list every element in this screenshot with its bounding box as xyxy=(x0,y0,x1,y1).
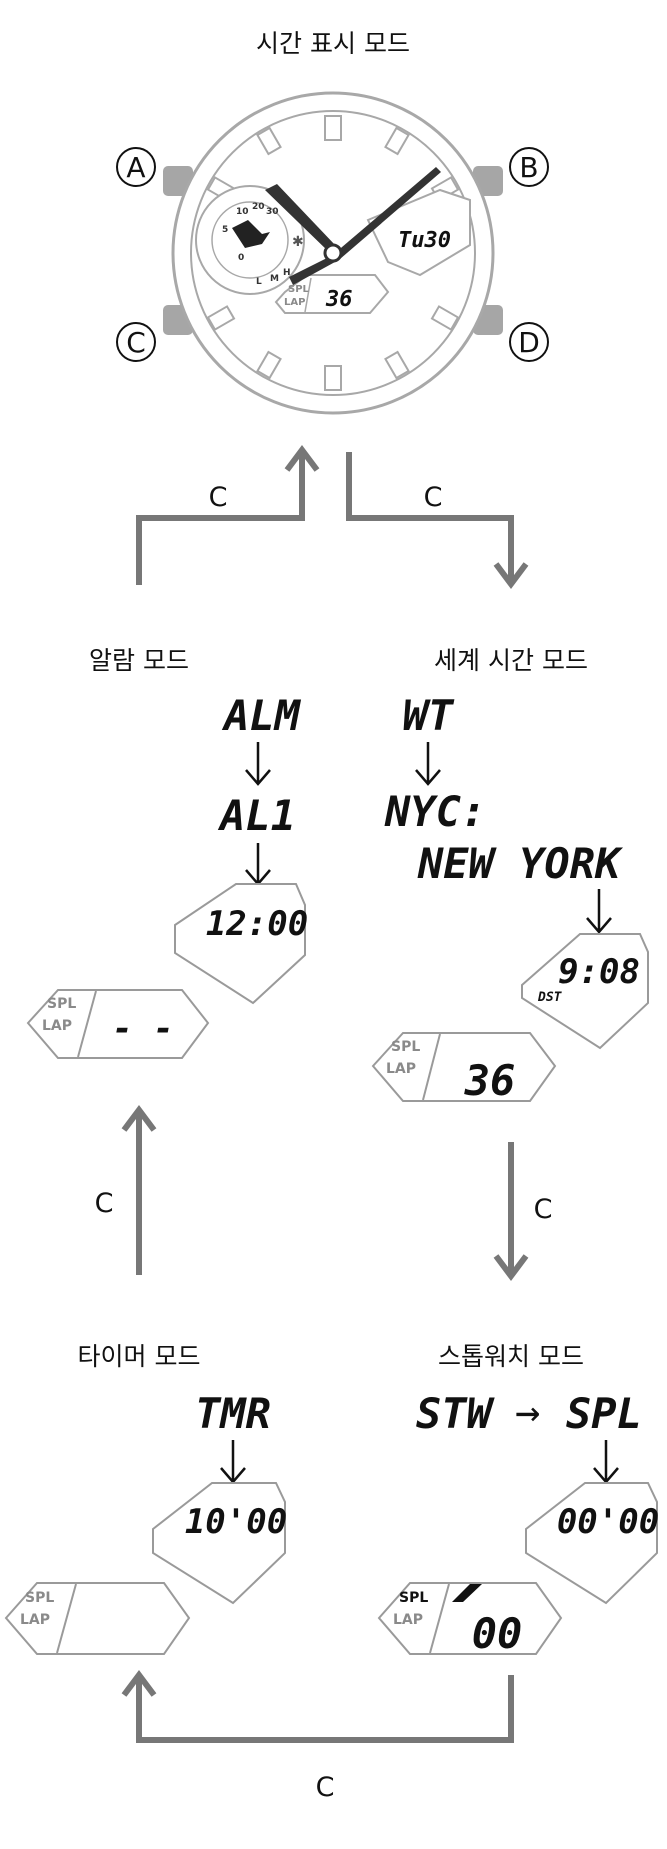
watch-face: 10 20 30 5 0 L M H ✱ Tu30 SPL LAP 36 xyxy=(163,91,503,415)
timer-segment-window xyxy=(4,1582,191,1655)
worldtime-segment-window xyxy=(371,1032,557,1102)
stopwatch-seq-to: SPL xyxy=(566,1389,642,1438)
button-a-label: A xyxy=(126,151,145,184)
watch-spl-label: SPL xyxy=(288,284,310,295)
subdial-hand xyxy=(232,220,270,248)
down-arrow xyxy=(586,889,612,934)
transition-arrow-timer-to-alarm xyxy=(121,1105,157,1275)
minute-hand xyxy=(335,167,441,259)
hand-level-label: M xyxy=(270,274,279,284)
hour-hand xyxy=(265,184,336,253)
stopwatch-lap-label: LAP xyxy=(393,1612,423,1628)
worldtime-city-name: NEW YORK xyxy=(417,839,624,888)
alarm-time: 12:00 xyxy=(206,904,308,944)
day-display: Tu30 xyxy=(398,228,451,253)
subdial-tick-label: 20 xyxy=(252,202,265,212)
button-b-label: B xyxy=(519,151,538,184)
timer-seq-1: TMR xyxy=(195,1389,271,1438)
worldtime-mode-title: 세계 시간 모드 xyxy=(434,646,588,675)
stopwatch-segment-value: 00 xyxy=(472,1609,523,1658)
timer-lap-label: LAP xyxy=(20,1612,50,1628)
sequence-arrow: → xyxy=(515,1387,540,1436)
button-a[interactable]: A xyxy=(116,147,156,187)
alarm-seq-1: ALM xyxy=(221,691,302,740)
hand-level-label: L xyxy=(256,277,262,287)
down-arrow xyxy=(593,1440,619,1484)
stopwatch-mode-title: 스톱워치 모드 xyxy=(438,1342,584,1371)
down-arrow xyxy=(245,843,271,886)
timer-mode-title: 타이머 모드 xyxy=(78,1342,201,1371)
watch-lap-label: LAP xyxy=(284,297,305,308)
subdial-tick-label: 5 xyxy=(222,225,228,235)
transition-arrow-worldtime-to-stopwatch xyxy=(493,1142,529,1281)
timer-time: 10'00 xyxy=(185,1502,287,1542)
worldtime-lap-label: LAP xyxy=(386,1061,416,1077)
worldtime-segment-value: 36 xyxy=(464,1056,516,1105)
button-b[interactable]: B xyxy=(509,147,549,187)
timer-spl-label: SPL xyxy=(25,1590,54,1606)
watch-small-display: 36 xyxy=(325,287,353,312)
alarm-time-window xyxy=(174,883,306,1005)
split-indicator xyxy=(452,1584,482,1602)
transition-label: C xyxy=(209,482,228,513)
dst-indicator: DST xyxy=(537,990,563,1005)
alarm-lap-label: LAP xyxy=(42,1018,72,1034)
transition-label: C xyxy=(316,1772,335,1803)
worldtime-time-window xyxy=(521,933,649,1050)
stopwatch-time-window xyxy=(525,1482,658,1605)
subdial-tick-label: 30 xyxy=(266,207,279,217)
transition-label: C xyxy=(534,1194,553,1225)
subdial-tick-label: 10 xyxy=(236,207,249,217)
timekeeping-mode-title: 시간 표시 모드 xyxy=(256,29,410,58)
bluetooth-icon: ✱ xyxy=(292,234,304,250)
second-hand xyxy=(289,256,335,285)
transition-arrow-alarm-to-time xyxy=(136,445,320,585)
down-arrow xyxy=(415,742,441,786)
alarm-mode-title: 알람 모드 xyxy=(89,646,189,675)
worldtime-spl-label: SPL xyxy=(391,1039,420,1055)
worldtime-time: 9:08 xyxy=(558,952,640,992)
alarm-segment-value: - - xyxy=(112,1009,173,1049)
worldtime-seq-1: WT xyxy=(403,691,455,740)
subdial-tick-label: 0 xyxy=(238,253,244,263)
transition-label: C xyxy=(95,1188,114,1219)
button-c[interactable]: C xyxy=(116,322,156,362)
hand-level-label: H xyxy=(283,268,291,278)
stopwatch-spl-label: SPL xyxy=(399,1590,428,1606)
transition-arrow-stopwatch-to-timer xyxy=(121,1670,514,1743)
transition-arrow-time-to-worldtime xyxy=(346,452,529,589)
subdial: 10 20 30 5 0 L M H ✱ xyxy=(195,185,305,295)
stopwatch-time: 00'00 xyxy=(557,1502,659,1542)
hand-pivot xyxy=(323,243,343,263)
hour-markers xyxy=(206,115,460,391)
timer-time-window xyxy=(152,1482,286,1605)
button-d[interactable]: D xyxy=(509,322,549,362)
transition-label: C xyxy=(424,482,443,513)
stopwatch-segment-window xyxy=(377,1582,563,1655)
alarm-spl-label: SPL xyxy=(47,996,76,1012)
button-c-label: C xyxy=(126,326,146,359)
stopwatch-seq-from: STW xyxy=(416,1389,496,1438)
down-arrow xyxy=(245,742,271,786)
alarm-seq-2: AL1 xyxy=(217,791,296,840)
button-d-label: D xyxy=(518,326,540,359)
watch-segment-window xyxy=(274,274,390,314)
alarm-segment-window xyxy=(26,989,210,1059)
worldtime-city-code: NYC: xyxy=(384,787,486,836)
down-arrow xyxy=(220,1440,246,1484)
